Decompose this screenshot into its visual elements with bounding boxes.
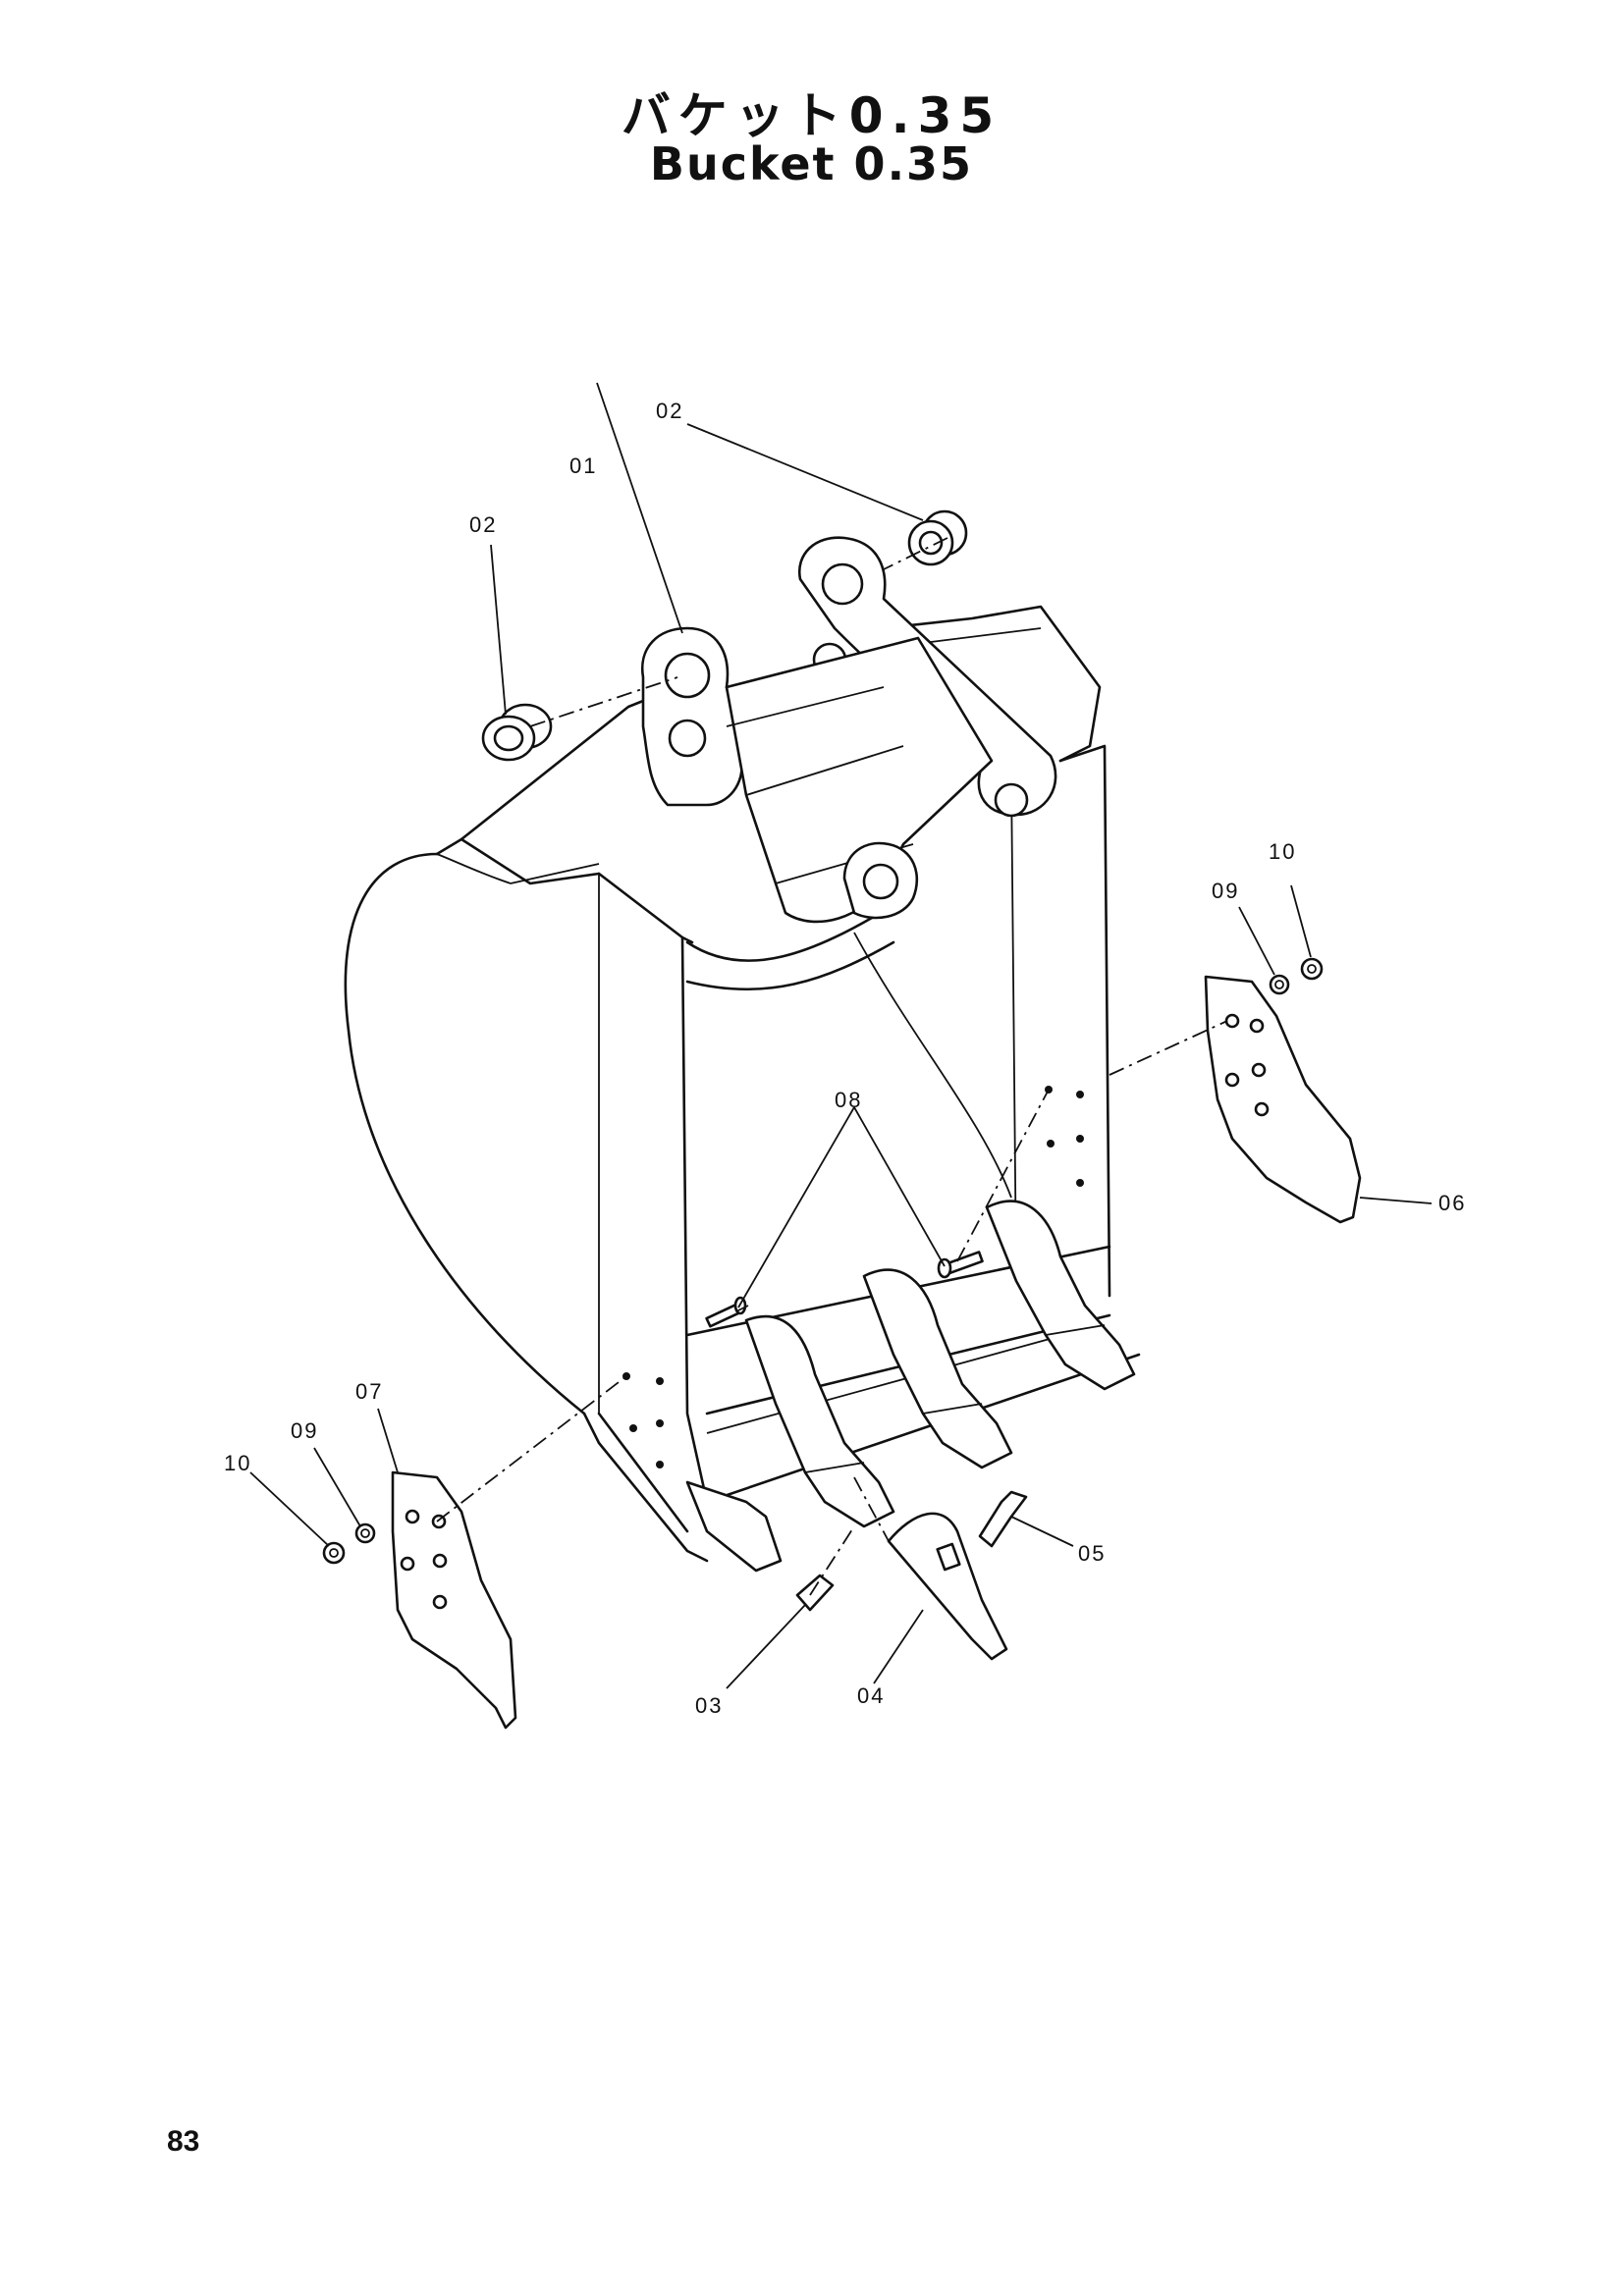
title-english: Bucket 0.35	[649, 137, 974, 190]
nut-left	[322, 1541, 346, 1565]
leader-lines	[249, 382, 1433, 1689]
tooth-pin	[795, 1574, 835, 1612]
bolt-upper	[937, 1251, 984, 1279]
bushing-right	[907, 509, 968, 566]
callout-10-right: 10	[1269, 839, 1296, 864]
bushing-left	[481, 703, 553, 762]
mounting-bracket	[640, 536, 1057, 924]
nut-right	[1300, 957, 1324, 981]
callout-labels: 01 02 02 03 04 05 06 07 08 09 09 10 10	[224, 399, 1466, 1718]
title-japanese: バケット0.35	[621, 87, 1002, 144]
teeth-row	[685, 1200, 1136, 1573]
callout-07: 07	[355, 1379, 383, 1404]
page-number: 83	[167, 2125, 200, 2158]
bolt-holes	[622, 1086, 1084, 1468]
callout-10-left: 10	[224, 1451, 251, 1475]
callout-09-right: 09	[1212, 879, 1239, 903]
callout-06: 06	[1438, 1191, 1466, 1215]
callout-01: 01	[569, 454, 597, 478]
callout-03: 03	[695, 1693, 723, 1718]
callout-05: 05	[1078, 1541, 1106, 1566]
side-cutter-left	[391, 1470, 517, 1730]
callout-04: 04	[857, 1683, 885, 1708]
tooth-point	[887, 1512, 1008, 1661]
callout-02-right: 02	[656, 399, 683, 423]
washer-left	[354, 1522, 376, 1544]
lock-pin	[978, 1490, 1028, 1548]
callout-09-left: 09	[291, 1418, 318, 1443]
side-cutter-right	[1204, 975, 1362, 1224]
bolt-lower	[705, 1296, 747, 1328]
callout-02-left: 02	[469, 512, 497, 537]
washer-right	[1269, 974, 1290, 995]
phantom-lines	[436, 537, 1228, 1596]
callout-08: 08	[835, 1088, 862, 1112]
